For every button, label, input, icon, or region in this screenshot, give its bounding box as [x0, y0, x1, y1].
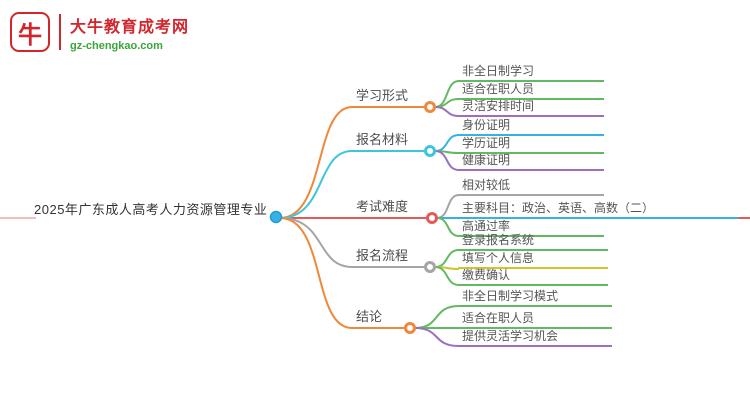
child-node: 适合在职人员 — [458, 311, 612, 329]
logo-icon: 牛 — [10, 12, 50, 52]
child-node: 身份证明 — [458, 118, 604, 136]
child-node: 非全日制学习模式 — [458, 289, 612, 307]
link-center-learning-format — [279, 106, 353, 219]
child-node: 高通过率 — [458, 219, 604, 237]
branch-exam-difficulty: 考试难度 — [352, 199, 428, 219]
link-center-conclusion — [279, 217, 353, 329]
logo-domain: gz-chengkao.com — [70, 39, 163, 52]
branch-conclusion: 结论 — [352, 309, 404, 329]
logo-divider — [59, 14, 61, 50]
branch-registration-materials: 报名材料 — [352, 132, 424, 152]
link-child — [414, 327, 460, 347]
link-child — [434, 150, 460, 171]
child-node: 健康证明 — [458, 153, 604, 171]
child-node: 提供灵活学习机会 — [458, 329, 612, 347]
link-child — [434, 106, 460, 117]
link-child — [434, 266, 460, 286]
branch-dot-conclusion — [404, 322, 416, 334]
branch-registration-process: 报名流程 — [352, 248, 424, 268]
link-child — [434, 134, 460, 152]
link-child — [436, 217, 460, 237]
link-child — [434, 98, 460, 108]
central-topic: 2025年广东成人高考人力资源管理专业 — [34, 202, 268, 217]
logo-title: 大牛教育成考网 — [70, 18, 190, 36]
child-node: 缴费确认 — [458, 268, 608, 286]
child-node: 学历证明 — [458, 136, 604, 154]
branch-dot-exam-difficulty — [426, 212, 438, 224]
branch-dot-registration-materials — [424, 145, 436, 157]
branch-learning-format: 学习形式 — [352, 88, 424, 108]
link-child — [436, 194, 460, 219]
link-center-registration-materials — [279, 150, 353, 219]
logo-text-block: 大牛教育成考网 gz-chengkao.com — [70, 13, 189, 52]
link-child — [434, 249, 460, 268]
child-node: 灵活安排时间 — [458, 99, 604, 117]
branch-dot-registration-process — [424, 261, 436, 273]
link-center-registration-process — [279, 217, 353, 268]
child-node: 主要科目：政治、英语、高数（二） — [458, 201, 738, 219]
branch-dot-learning-format — [424, 101, 436, 113]
child-node: 填写个人信息 — [458, 251, 608, 269]
logo-icon-glyph: 牛 — [18, 21, 42, 49]
logo: 牛 大牛教育成考网 gz-chengkao.com — [10, 12, 189, 52]
child-node: 非全日制学习 — [458, 64, 604, 82]
child-node: 登录报名系统 — [458, 233, 608, 251]
child-node: 适合在职人员 — [458, 82, 604, 100]
central-dot — [269, 210, 283, 224]
link-child — [414, 305, 460, 329]
child-node: 相对较低 — [458, 178, 604, 196]
